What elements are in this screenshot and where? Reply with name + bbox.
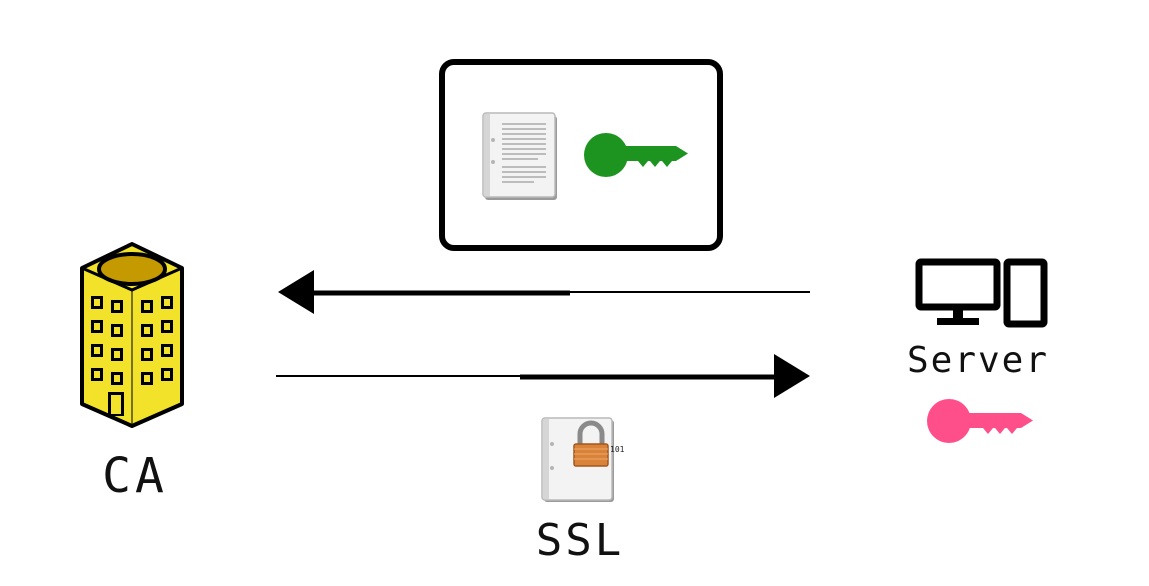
ssl-certificate-file-icon: 101 [541, 417, 625, 502]
ssl-label: SSL [535, 515, 625, 566]
public-key-icon [584, 133, 688, 177]
arrow-server-to-ca [278, 270, 810, 314]
ssl-badge-text: 101 [610, 445, 625, 454]
ca-label: CA [102, 448, 168, 504]
office-building-icon [80, 242, 184, 428]
arrows-layer [276, 270, 810, 398]
private-key-icon [927, 399, 1033, 443]
padlock-icon [573, 420, 609, 467]
csr-bundle-box [439, 59, 723, 251]
arrow-ca-to-server [276, 354, 810, 398]
desktop-and-phone-icon [915, 258, 1048, 328]
document-icon [482, 112, 557, 200]
server-label: Server [906, 340, 1050, 381]
